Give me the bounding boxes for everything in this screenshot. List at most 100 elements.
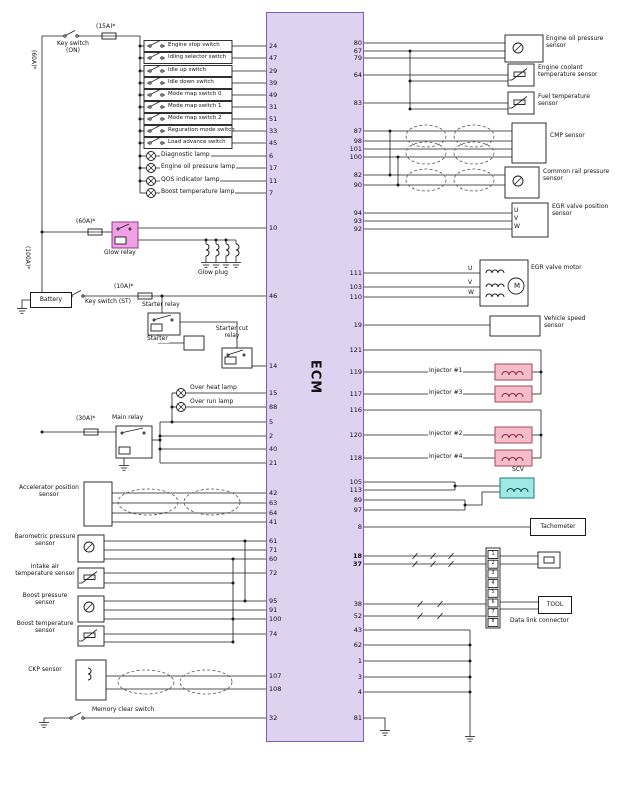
switch-label-8: Load advance switch [168, 139, 226, 145]
dlc-pin-0: 1 [491, 551, 495, 557]
egr-position-phase-w: W [514, 223, 520, 230]
engine-oil-pressure-sensor-label: Engine oil pressure sensor [546, 35, 604, 49]
fuse-15a-label: (15A)* [96, 23, 116, 30]
ecm-pin-right: 93 [353, 217, 362, 225]
ecm-pin-left: 40 [269, 445, 278, 453]
ecm-pin-left: 61 [269, 537, 278, 545]
ecm-pin-left: 45 [269, 139, 278, 147]
ecm-pin-right: 117 [349, 390, 362, 398]
ecm-pin-right: 82 [353, 171, 362, 179]
egr-motor-phase-v: V [468, 279, 473, 286]
ecm-pin-left: 47 [269, 54, 278, 62]
ecm-pin-right: 94 [353, 209, 362, 217]
ecm-pin-right: 4 [357, 688, 362, 696]
key-switch-st-label: Key switch (ST) [84, 298, 133, 306]
ecm-pin-right: 19 [353, 321, 362, 329]
lamp-label-3: Boost temperature lamp [160, 188, 236, 196]
ecm-pin-left: 29 [269, 67, 278, 75]
ecm-pin-right: 43 [353, 626, 362, 634]
over-run-lamp-label: Over run lamp [189, 398, 235, 406]
egr-valve-position-sensor-label: EGR valve position sensor [552, 203, 609, 217]
ecm-pin-right: 101 [349, 145, 362, 153]
injector-4-label: Injector #4 [428, 453, 464, 461]
vehicle-speed-sensor-label: Vehicle speed sensor [544, 315, 586, 329]
ecm-pin-left: 74 [269, 630, 278, 638]
switch-label-7: Reguration mode switch [168, 127, 235, 133]
switch-label-0: Engine stop switch [168, 42, 220, 48]
ecm-pin-right: 119 [349, 368, 362, 376]
ecm-pin-left: 24 [269, 42, 278, 50]
ecm-pin-right: 110 [349, 293, 362, 301]
ecm-pin-right: 113 [349, 486, 362, 494]
motor-m-label: M [513, 282, 521, 290]
ecm-pin-right: 111 [349, 269, 362, 277]
ecm-pin-right: 79 [353, 54, 362, 62]
ecm-pin-left: 17 [269, 164, 278, 172]
switch-label-2: Idle up switch [168, 67, 207, 73]
tachometer-label: Tachometer [540, 523, 576, 530]
battery-box: Battery [30, 292, 72, 308]
ecm-pin-right: 83 [353, 99, 362, 107]
boost-temperature-sensor-label: Boost temperature sensor [16, 620, 74, 634]
lamp-label-1: Engine oil pressure lamp [160, 163, 237, 171]
barometric-pressure-sensor-label: Barometric pressure sensor [14, 533, 76, 547]
lamp-label-2: QOS indicator lamp [160, 176, 221, 184]
ecm-pin-right: 92 [353, 225, 362, 233]
ecm-pin-left: 15 [269, 389, 278, 397]
ecm-pin-left: 11 [269, 177, 278, 185]
egr-position-phase-u: U [514, 207, 519, 214]
ecm-pin-right: 52 [353, 612, 362, 620]
ecm-pin-right: 100 [349, 153, 362, 161]
ecm-pin-left: 72 [269, 569, 278, 577]
data-link-connector-label: Data link connector [510, 617, 569, 624]
ecm-pin-left: 46 [269, 292, 278, 300]
ecm-pin-right: 116 [349, 406, 362, 414]
ecm-box: ECM [266, 12, 364, 742]
ecm-pin-left: 2 [269, 432, 274, 440]
over-heat-lamp-label: Over heat lamp [189, 384, 238, 392]
starter-cut-relay-label: Starter cut relay [215, 325, 249, 339]
engine-coolant-temperature-sensor-label: Engine coolant temperature sensor [538, 64, 598, 78]
ecm-pin-left: 51 [269, 115, 278, 123]
egr-position-phase-v: V [514, 215, 519, 222]
injector-3-label: Injector #3 [428, 389, 464, 397]
main-relay-label: Main relay [112, 414, 144, 421]
ecm-pin-right: 121 [349, 346, 362, 354]
ecm-pin-right: 81 [353, 714, 362, 722]
ecm-pin-left: 31 [269, 103, 278, 111]
battery-label: Battery [39, 296, 63, 303]
ecm-pin-left: 64 [269, 509, 278, 517]
ecm-pin-right: 8 [357, 523, 362, 531]
starter-relay-label: Starter relay [142, 301, 180, 308]
dlc-pin-4: 5 [491, 590, 495, 596]
switch-label-1: Idling selector switch [168, 54, 227, 60]
common-rail-pressure-sensor-label: Common rail pressure sensor [543, 168, 610, 182]
switch-label-4: Mode map switch 0 [168, 91, 222, 97]
memory-clear-switch-label: Memory clear switch [92, 706, 155, 713]
ecm-pin-left: 91 [269, 606, 278, 614]
ecm-pin-left: 63 [269, 499, 278, 507]
ecm-pin-left: 60 [269, 555, 278, 563]
ecm-label: ECM [307, 359, 323, 395]
ecm-pin-right: 1 [357, 657, 362, 665]
fuse-30a-label: (30A)* [76, 415, 96, 422]
dlc-pin-2: 3 [491, 570, 495, 576]
switch-label-5: Mode map switch 1 [168, 103, 222, 109]
ecm-pin-left: 100 [269, 615, 282, 623]
glow-fuse-label: (60A)* [76, 218, 96, 225]
switch-label-3: Idle down switch [168, 79, 214, 85]
ecm-pin-left: 39 [269, 79, 278, 87]
ecm-pin-left: 5 [269, 418, 274, 426]
ecm-pin-right: 3 [357, 673, 362, 681]
accelerator-position-sensor-label: Accelerator position sensor [19, 484, 79, 498]
glow-relay-label: Glow relay [104, 249, 136, 256]
scv-label: SCV [511, 466, 525, 473]
key-switch-on-label: Key switch (ON) [57, 40, 89, 54]
dlc-pin-6: 7 [491, 609, 495, 615]
tool-label: TOOL [546, 601, 564, 608]
injector-2-label: Injector #2 [428, 430, 464, 438]
fuse-60a-side-label: (60A)* [30, 50, 37, 70]
ecm-pin-left: 33 [269, 127, 278, 135]
